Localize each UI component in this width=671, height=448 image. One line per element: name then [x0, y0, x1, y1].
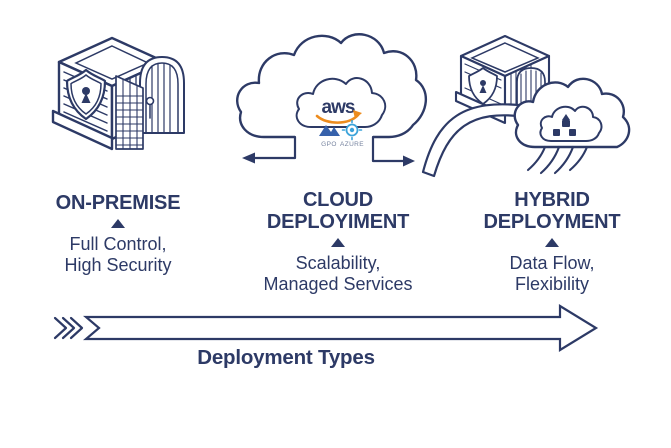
left-flow-arrow: [242, 135, 297, 164]
cloud-deployment-subtitle: Scalability, Managed Services: [263, 253, 413, 294]
up-triangle-marker: [331, 238, 345, 247]
arch-building: [139, 56, 185, 134]
aws-logo: aws: [295, 77, 387, 128]
on-premise-server-icon: [51, 36, 185, 151]
antenna-icon: [145, 96, 155, 119]
cloud-deployment-column: CLOUD DEPLOYIMENT Scalability, Managed S…: [238, 189, 438, 295]
axis-label: Deployment Types: [197, 346, 375, 369]
on-premise-column: ON-PREMISE Full Control, High Security: [18, 192, 218, 276]
azure-logo: AZURE: [340, 119, 364, 148]
hybrid-deployment-title: HYBRID DEPLOYMENT: [483, 189, 621, 233]
hybrid-deployment-column: HYBRID DEPLOYMENT Data Flow, Flexibility: [452, 189, 652, 295]
security-shield-icon: [65, 68, 107, 121]
up-triangle-marker: [545, 238, 559, 247]
aws-label: aws: [322, 97, 355, 118]
hybrid-bridge-icon: [421, 34, 631, 178]
chevron-marks: [53, 316, 84, 340]
on-premise-subtitle: Full Control, High Security: [64, 234, 172, 275]
bridge-arc: [421, 103, 529, 178]
cloud-deployment-title: CLOUD DEPLOYIMENT: [266, 189, 410, 233]
arrow-shaft: [82, 304, 599, 352]
deployment-axis-arrow: [53, 304, 599, 352]
hybrid-cloud: [513, 77, 631, 175]
gcp-logo: GPO: [319, 125, 340, 148]
cluster-blocks-icon: [553, 114, 576, 136]
hybrid-box: [454, 34, 551, 125]
grid-tower: [115, 75, 144, 150]
cloud-providers-icon: aws GPO AZURE: [236, 33, 427, 167]
gcp-label: GPO: [321, 141, 337, 148]
data-flow-ribbon: [526, 145, 589, 175]
azure-label: AZURE: [340, 141, 364, 148]
up-triangle-marker: [111, 219, 125, 228]
hybrid-deployment-subtitle: Data Flow, Flexibility: [509, 253, 595, 294]
right-flow-arrow: [371, 135, 415, 167]
on-premise-title: ON-PREMISE: [55, 192, 181, 214]
